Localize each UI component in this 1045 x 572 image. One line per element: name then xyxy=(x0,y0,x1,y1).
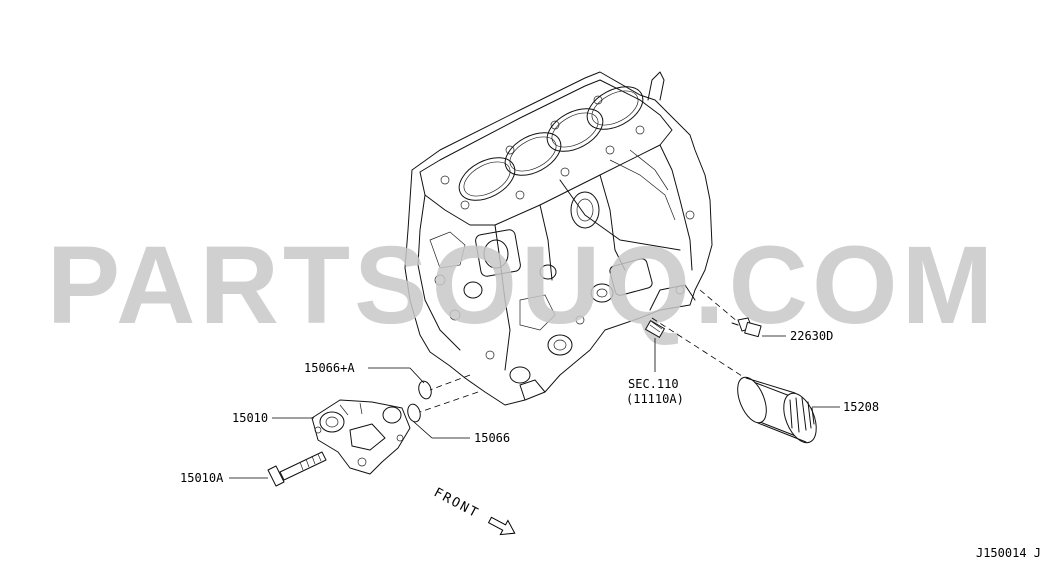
section-ref-label: SEC.110 xyxy=(628,377,679,391)
part-label-15066: 15066 xyxy=(474,431,510,445)
front-indicator: FRONT xyxy=(431,485,516,536)
front-label: FRONT xyxy=(431,485,481,521)
leader-lines xyxy=(229,335,840,479)
oil-pressure-switch xyxy=(731,317,762,338)
oil-pump xyxy=(311,399,411,475)
sec-110-plug xyxy=(645,320,665,338)
watermark-text: PARTSOUQ.COM xyxy=(47,224,997,347)
o-ring-upper xyxy=(418,380,432,400)
part-label-15066a: 15066+A xyxy=(304,361,355,375)
part-label-22630d: 22630D xyxy=(790,329,833,343)
bolt xyxy=(267,451,327,487)
part-label-15010: 15010 xyxy=(232,411,268,425)
o-ring-lower xyxy=(407,403,421,423)
section-ref-code: (11110A) xyxy=(626,392,684,406)
front-arrow-icon xyxy=(487,516,516,536)
part-label-15010a: 15010A xyxy=(180,471,224,485)
part-label-15208: 15208 xyxy=(843,400,879,414)
oil-filter xyxy=(737,376,817,444)
assembly-lines xyxy=(419,289,743,413)
cylinder-block xyxy=(404,71,713,406)
diagram-code: J150014 J xyxy=(976,546,1041,560)
